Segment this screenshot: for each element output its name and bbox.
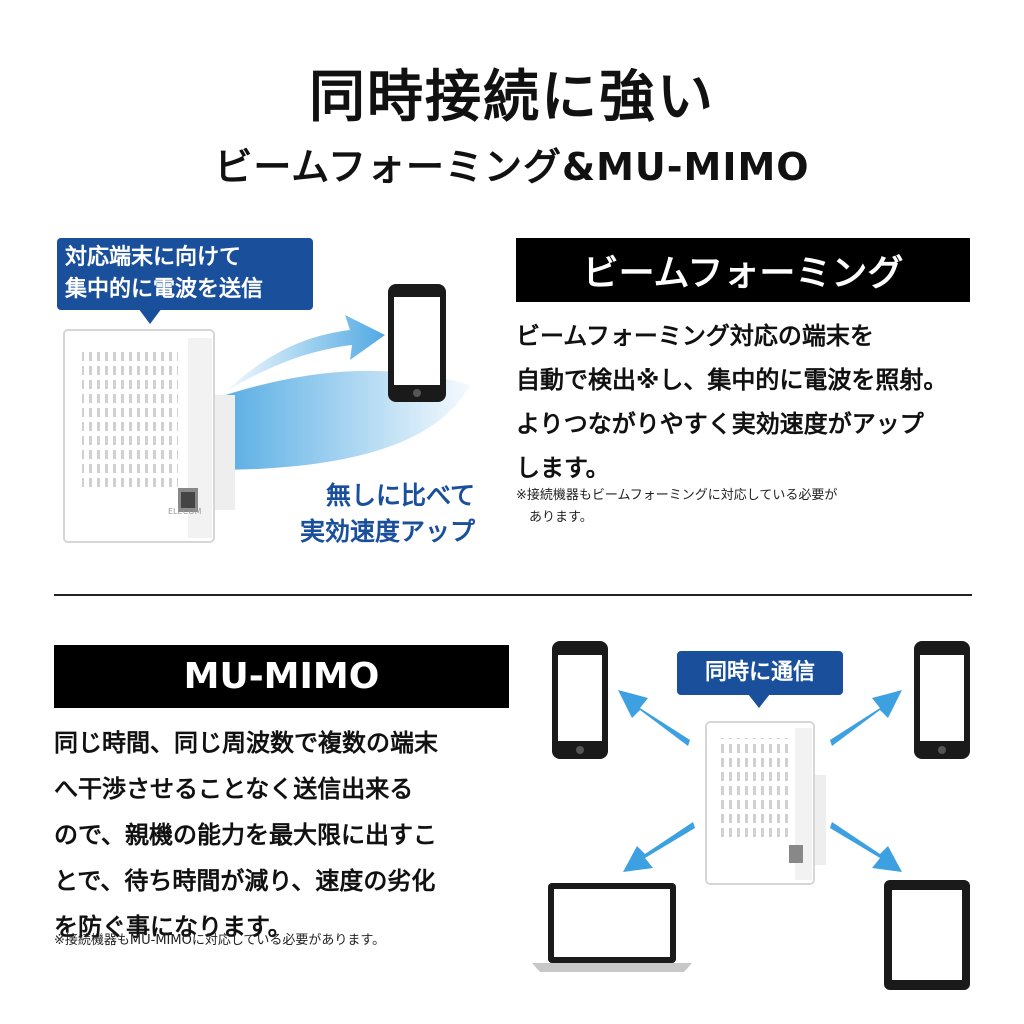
- beamforming-note: ※接続機器もビームフォーミングに対応している必要が あります。: [516, 485, 986, 529]
- beam-arrow: [225, 315, 385, 392]
- beam-compare-line-1: 無しに比べて: [325, 481, 475, 510]
- beamforming-desc-line-1: ビームフォーミング対応の端末を: [516, 322, 874, 350]
- page-subtitle: ビームフォーミング&MU-MIMO: [214, 145, 810, 189]
- beam-compare-text: 無しに比べて 実効速度アップ: [290, 478, 475, 550]
- mumimo-desc-line-5: を防ぐ事になります。: [54, 913, 292, 941]
- mumimo-heading-bar: MU-MIMO: [54, 645, 509, 708]
- mumimo-desc-line-4: とで、待ち時間が減り、速度の劣化: [54, 867, 436, 895]
- section-divider: [54, 594, 972, 596]
- beamforming-heading-bar: ビームフォーミング: [516, 238, 970, 302]
- beamforming-desc-line-4: します。: [516, 454, 610, 482]
- mumimo-description: 同じ時間、同じ周波数で複数の端末 へ干渉させることなく送信出来る ので、親機の能…: [54, 720, 524, 950]
- mumimo-desc-line-1: 同じ時間、同じ周波数で複数の端末: [54, 729, 438, 757]
- mumimo-callout-tail: [748, 694, 770, 708]
- router-device-center: [705, 721, 826, 885]
- beamforming-desc-line-2: 自動で検出※し、集中的に電波を照射。: [516, 366, 948, 394]
- beamforming-description: ビームフォーミング対応の端末を 自動で検出※し、集中的に電波を照射。 よりつなが…: [516, 314, 986, 490]
- signal-arrows: [618, 690, 902, 872]
- mumimo-callout: 同時に通信: [677, 651, 843, 695]
- mumimo-desc-line-2: へ干渉させることなく送信出来る: [54, 775, 414, 803]
- beam-callout-line-2: 集中的に電波を送信: [65, 277, 264, 302]
- page-title: 同時接続に強い: [309, 65, 715, 130]
- laptop: [532, 883, 692, 972]
- tablet: [884, 880, 970, 990]
- smartphone-left: [552, 641, 608, 759]
- beam-callout-tail: [138, 308, 162, 324]
- beam-callout: 対応端末に向けて 集中的に電波を送信: [57, 238, 313, 310]
- beamforming-note-line-1: ※接続機器もビームフォーミングに対応している必要が: [516, 488, 838, 503]
- router-device-top: [63, 329, 235, 543]
- beam-callout-line-1: 対応端末に向けて: [65, 245, 242, 270]
- device-brand-label: ELECOM: [168, 507, 202, 516]
- smartphone-top: [388, 284, 446, 402]
- mumimo-desc-line-3: ので、親機の能力を最大限に出すこ: [54, 821, 438, 849]
- mumimo-note: ※接続機器もMU-MIMOに対応している必要があります。: [54, 933, 386, 948]
- beam-compare-line-2: 実効速度アップ: [299, 517, 475, 546]
- beamforming-desc-line-3: よりつながりやすく実効速度がアップ: [516, 410, 924, 438]
- smartphone-right: [914, 641, 970, 759]
- beamforming-note-line-2: あります。: [516, 510, 593, 525]
